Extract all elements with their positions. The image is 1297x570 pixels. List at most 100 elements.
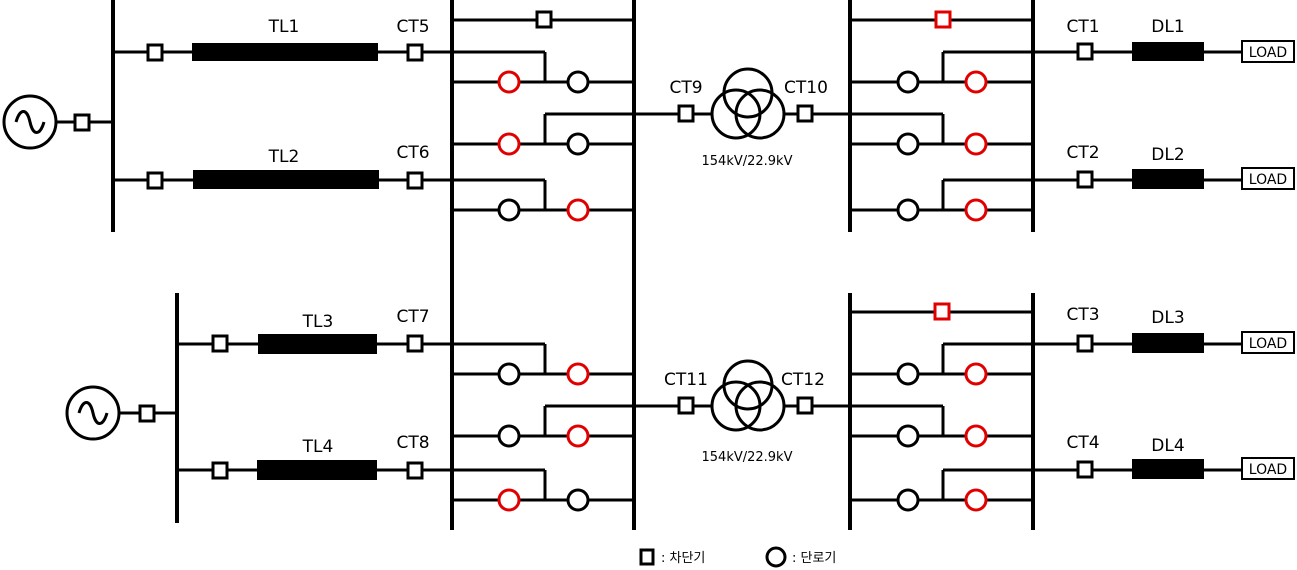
circle-disconnector-icon — [964, 488, 988, 512]
tl3-bar — [258, 334, 377, 354]
transformer-rating: 154kV/22.9kV — [702, 450, 793, 465]
load-label: LOAD — [1249, 172, 1287, 188]
square-breaker-icon — [796, 396, 814, 415]
legend: : 차단기 : 단로기 — [639, 546, 836, 568]
square-breaker-icon — [138, 404, 156, 423]
square-breaker-icon — [146, 171, 164, 190]
disconnectors — [497, 70, 988, 512]
circle-disconnector-icon — [566, 132, 590, 156]
dl1-bar — [1132, 42, 1204, 61]
circle-disconnector-icon — [497, 362, 521, 386]
tl4-label: TL4 — [302, 437, 334, 457]
ac-generator-icon — [65, 385, 121, 441]
circle-disconnector-icon — [896, 362, 920, 386]
square-breaker-icon — [406, 43, 424, 62]
dl2-label: DL2 — [1151, 145, 1184, 165]
dl1-label: DL1 — [1151, 17, 1184, 37]
tl1-label: TL1 — [268, 17, 300, 37]
circle-disconnector-icon — [964, 362, 988, 386]
circle-disconnector-icon — [497, 198, 521, 222]
dl3-label: DL3 — [1151, 308, 1184, 328]
square-breaker-icon — [406, 461, 424, 480]
load-box — [1241, 167, 1295, 190]
ct11-label: CT11 — [664, 370, 708, 390]
square-breaker-icon — [677, 396, 695, 415]
circle-disconnector-icon — [765, 546, 787, 568]
dl2-bar — [1132, 169, 1204, 189]
square-breaker-icon — [796, 104, 814, 123]
circle-disconnector-icon — [964, 132, 988, 156]
circle-disconnector-icon — [964, 198, 988, 222]
tl2-bar — [193, 170, 379, 189]
load-box — [1241, 457, 1295, 480]
square-breaker-icon — [211, 334, 229, 353]
circle-disconnector-icon — [497, 70, 521, 94]
square-breaker-icon — [1076, 42, 1094, 61]
ct1-label: CT1 — [1066, 17, 1099, 37]
circle-disconnector-icon — [896, 70, 920, 94]
square-breaker-icon — [1076, 170, 1094, 189]
load-box — [1241, 331, 1295, 354]
square-breaker-icon — [146, 43, 164, 62]
square-breaker-icon — [1076, 460, 1094, 479]
circle-disconnector-icon — [896, 198, 920, 222]
tl3-label: TL3 — [302, 312, 334, 332]
ct4-label: CT4 — [1066, 433, 1099, 453]
circle-disconnector-icon — [566, 198, 590, 222]
square-breaker-icon — [677, 104, 695, 123]
square-breaker-icon — [639, 548, 655, 566]
breakers — [73, 10, 1094, 480]
legend-disconnector-text: : 단로기 — [792, 551, 836, 566]
circle-disconnector-icon — [896, 132, 920, 156]
circle-disconnector-icon — [497, 424, 521, 448]
ct10-label: CT10 — [784, 78, 828, 98]
open-breakers — [933, 10, 952, 321]
load-label: LOAD — [1249, 45, 1287, 61]
square-breaker-icon — [535, 10, 553, 29]
circle-disconnector-icon — [497, 132, 521, 156]
circle-disconnector-icon — [896, 488, 920, 512]
circle-disconnector-icon — [566, 362, 590, 386]
wiring — [57, 0, 1242, 530]
ct6-label: CT6 — [396, 143, 429, 163]
load-label: LOAD — [1249, 462, 1287, 478]
circle-disconnector-icon — [566, 70, 590, 94]
dl4-bar — [1132, 459, 1204, 479]
square-breaker-icon — [211, 461, 229, 480]
ct12-label: CT12 — [781, 370, 825, 390]
tl2-label: TL2 — [268, 147, 300, 167]
dl4-label: DL4 — [1151, 436, 1184, 456]
labels: TL1 TL2 TL3 TL4 CT5 CT6 CT7 CT8 CT9 CT10… — [268, 17, 1185, 465]
load-box — [1241, 40, 1295, 63]
square-breaker-icon — [406, 171, 424, 190]
circle-disconnector-icon — [964, 70, 988, 94]
ct5-label: CT5 — [396, 17, 429, 37]
ct3-label: CT3 — [1066, 305, 1099, 325]
circle-disconnector-icon — [896, 424, 920, 448]
tl4-bar — [257, 460, 377, 480]
square-breaker-icon — [1076, 334, 1094, 353]
circle-disconnector-icon — [497, 488, 521, 512]
square-breaker-icon — [73, 113, 91, 132]
legend-breaker-text: : 차단기 — [661, 551, 705, 566]
load-label: LOAD — [1249, 336, 1287, 352]
circle-disconnector-icon — [566, 488, 590, 512]
line-segments — [192, 42, 1204, 480]
three-winding-transformer-icon — [710, 359, 786, 432]
transformer-rating: 154kV/22.9kV — [702, 154, 793, 169]
three-winding-transformer-icon — [710, 67, 786, 140]
ct9-label: CT9 — [669, 78, 702, 98]
ct7-label: CT7 — [396, 307, 429, 327]
square-breaker-icon — [934, 10, 952, 29]
tl1-bar — [192, 43, 378, 61]
ct8-label: CT8 — [396, 433, 429, 453]
dl3-bar — [1132, 333, 1204, 353]
square-breaker-icon — [406, 334, 424, 353]
loads: LOAD LOAD LOAD LOAD — [1241, 40, 1295, 480]
ct2-label: CT2 — [1066, 143, 1099, 163]
circle-disconnector-icon — [964, 424, 988, 448]
square-breaker-icon — [933, 302, 951, 321]
circle-disconnector-icon — [566, 424, 590, 448]
ac-generator-icon — [2, 94, 58, 150]
